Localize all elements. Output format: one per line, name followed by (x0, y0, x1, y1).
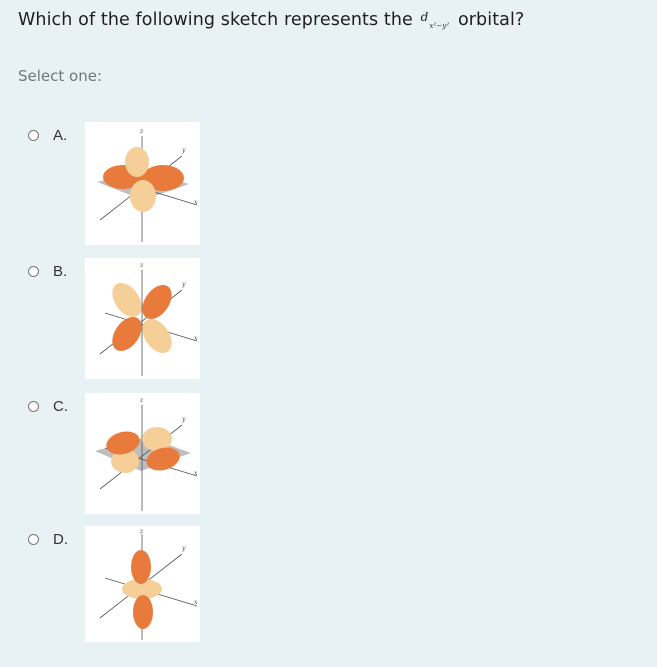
option-b-axis-z: z (139, 262, 144, 269)
select-one-prompt: Select one: (18, 67, 103, 85)
orbital-diagram-a[interactable]: z y x (85, 122, 200, 245)
option-c-axis-z: z (139, 397, 144, 404)
option-a-label[interactable]: A. (53, 127, 68, 144)
option-a-axis-x: x (194, 199, 198, 206)
orbital-symbol: dx²−y² (420, 10, 450, 30)
option-b-axis-y: y (181, 281, 186, 288)
orbital-diagram-c[interactable]: z y x (85, 393, 200, 514)
option-c[interactable]: C. z y x (28, 393, 218, 518)
option-a-axis-z: z (139, 128, 144, 135)
option-d-label[interactable]: D. (53, 531, 68, 548)
option-c-label[interactable]: C. (53, 398, 68, 415)
option-d-radio[interactable] (28, 534, 39, 545)
option-a-axis-y: y (181, 147, 186, 154)
option-d-axis-x: x (194, 599, 198, 606)
option-b-radio[interactable] (28, 266, 39, 277)
option-c-radio[interactable] (28, 401, 39, 412)
option-a-radio[interactable] (28, 130, 39, 141)
orbital-symbol-letter: d (420, 10, 429, 24)
option-d-axis-z: z (139, 528, 144, 535)
orbital-symbol-subscript: x²−y² (429, 22, 450, 30)
option-d[interactable]: D. z y x (28, 526, 218, 651)
question-text-after: orbital? (457, 10, 525, 30)
option-c-axis-x: x (194, 470, 198, 477)
question-text-before: Which of the following sketch represents… (18, 10, 413, 30)
option-b[interactable]: B. z y x (28, 258, 218, 383)
option-b-label[interactable]: B. (53, 263, 68, 280)
question-text: Which of the following sketch represents… (18, 10, 524, 30)
option-c-axis-y: y (181, 416, 186, 423)
orbital-diagram-b[interactable]: z y x (85, 258, 200, 379)
option-b-axis-x: x (194, 335, 198, 342)
option-d-axis-y: y (181, 545, 186, 552)
option-a[interactable]: A. z y x (28, 122, 218, 247)
orbital-diagram-d[interactable]: z y x (85, 526, 200, 642)
